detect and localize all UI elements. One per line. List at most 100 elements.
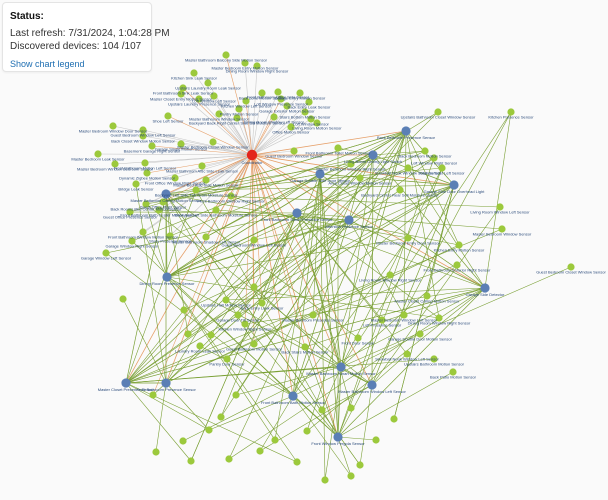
end-device-node[interactable] xyxy=(423,292,431,300)
end-device-node[interactable] xyxy=(235,105,243,113)
end-device-node[interactable] xyxy=(232,391,240,399)
end-device-node[interactable] xyxy=(293,458,301,466)
end-device-node[interactable] xyxy=(378,316,386,324)
end-device-node[interactable] xyxy=(430,154,438,162)
router-node[interactable] xyxy=(449,180,459,190)
end-device-node[interactable] xyxy=(207,331,215,339)
end-device-node[interactable] xyxy=(139,228,147,236)
end-device-node[interactable] xyxy=(356,461,364,469)
end-device-node[interactable] xyxy=(274,88,282,96)
end-device-node[interactable] xyxy=(128,237,136,245)
end-device-node[interactable] xyxy=(434,108,442,116)
end-device-node[interactable] xyxy=(430,355,438,363)
end-device-node[interactable] xyxy=(496,203,504,211)
end-device-node[interactable] xyxy=(225,455,233,463)
end-device-node[interactable] xyxy=(386,271,394,279)
router-node[interactable] xyxy=(333,432,343,442)
end-device-node[interactable] xyxy=(290,147,298,155)
end-device-node[interactable] xyxy=(567,263,575,271)
end-device-node[interactable] xyxy=(233,114,241,122)
end-device-node[interactable] xyxy=(180,306,188,314)
end-device-node[interactable] xyxy=(187,457,195,465)
end-device-node[interactable] xyxy=(234,311,242,319)
end-device-node[interactable] xyxy=(403,350,411,358)
end-device-node[interactable] xyxy=(190,69,198,77)
router-node[interactable] xyxy=(368,150,378,160)
end-device-node[interactable] xyxy=(301,108,309,116)
end-device-node[interactable] xyxy=(212,206,220,214)
end-device-node[interactable] xyxy=(356,174,364,182)
end-device-node[interactable] xyxy=(210,92,218,100)
end-device-node[interactable] xyxy=(143,169,151,177)
end-device-node[interactable] xyxy=(318,406,326,414)
router-node[interactable] xyxy=(480,283,490,293)
end-device-node[interactable] xyxy=(354,334,362,342)
end-device-node[interactable] xyxy=(152,448,160,456)
end-device-node[interactable] xyxy=(270,113,278,121)
end-device-node[interactable] xyxy=(250,283,258,291)
router-node[interactable] xyxy=(121,378,131,388)
end-device-node[interactable] xyxy=(195,95,203,103)
end-device-node[interactable] xyxy=(307,115,315,123)
end-device-node[interactable] xyxy=(222,296,230,304)
end-device-node[interactable] xyxy=(242,97,250,105)
end-device-node[interactable] xyxy=(94,150,102,158)
end-device-node[interactable] xyxy=(438,164,446,172)
end-device-node[interactable] xyxy=(303,427,311,435)
end-device-node[interactable] xyxy=(404,164,412,172)
end-device-node[interactable] xyxy=(347,472,355,480)
end-device-node[interactable] xyxy=(177,140,185,148)
end-device-node[interactable] xyxy=(109,122,117,130)
end-device-node[interactable] xyxy=(390,415,398,423)
end-device-node[interactable] xyxy=(256,447,264,455)
end-device-node[interactable] xyxy=(321,476,329,484)
end-device-node[interactable] xyxy=(347,160,355,168)
end-device-node[interactable] xyxy=(258,299,266,307)
end-device-node[interactable] xyxy=(277,95,285,103)
router-node[interactable] xyxy=(401,126,411,136)
end-device-node[interactable] xyxy=(305,98,313,106)
end-device-node[interactable] xyxy=(507,108,515,116)
end-device-node[interactable] xyxy=(209,138,217,146)
router-node[interactable] xyxy=(161,378,171,388)
end-device-node[interactable] xyxy=(223,355,231,363)
end-device-node[interactable] xyxy=(204,79,212,87)
coordinator-node[interactable] xyxy=(246,149,258,161)
end-device-node[interactable] xyxy=(227,192,235,200)
end-device-node[interactable] xyxy=(283,102,291,110)
end-device-node[interactable] xyxy=(126,208,134,216)
end-device-node[interactable] xyxy=(241,59,249,67)
end-device-node[interactable] xyxy=(271,436,279,444)
end-device-node[interactable] xyxy=(148,142,156,150)
end-device-node[interactable] xyxy=(205,426,213,434)
end-device-node[interactable] xyxy=(159,198,167,206)
end-device-node[interactable] xyxy=(498,225,506,233)
router-node[interactable] xyxy=(367,380,377,390)
end-device-node[interactable] xyxy=(171,174,179,182)
end-device-node[interactable] xyxy=(301,343,309,351)
end-device-node[interactable] xyxy=(400,311,408,319)
end-device-node[interactable] xyxy=(334,144,342,152)
end-device-node[interactable] xyxy=(111,160,119,168)
router-node[interactable] xyxy=(336,362,346,372)
end-device-node[interactable] xyxy=(179,437,187,445)
end-device-node[interactable] xyxy=(435,314,443,322)
router-node[interactable] xyxy=(315,169,325,179)
end-device-node[interactable] xyxy=(258,89,266,97)
end-device-node[interactable] xyxy=(250,340,258,348)
end-device-node[interactable] xyxy=(196,342,204,350)
end-device-node[interactable] xyxy=(164,112,172,120)
show-chart-legend-link[interactable]: Show chart legend xyxy=(10,59,85,69)
end-device-node[interactable] xyxy=(396,186,404,194)
end-device-node[interactable] xyxy=(287,123,295,131)
end-device-node[interactable] xyxy=(132,180,140,188)
end-device-node[interactable] xyxy=(166,232,174,240)
end-device-node[interactable] xyxy=(149,391,157,399)
end-device-node[interactable] xyxy=(139,126,147,134)
end-device-node[interactable] xyxy=(142,200,150,208)
end-device-node[interactable] xyxy=(202,176,210,184)
end-device-node[interactable] xyxy=(222,51,230,59)
end-device-node[interactable] xyxy=(296,89,304,97)
end-device-node[interactable] xyxy=(177,90,185,98)
end-device-node[interactable] xyxy=(309,311,317,319)
